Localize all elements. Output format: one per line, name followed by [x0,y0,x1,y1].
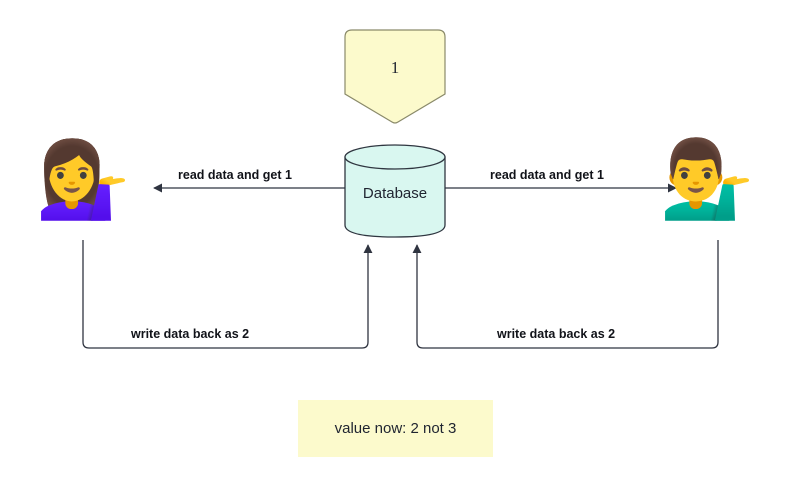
edge-write-left[interactable] [82,240,373,349]
edge-write-right[interactable] [412,240,719,349]
edge-label-read-left: read data and get 1 [178,168,292,182]
result-callout-text: value now: 2 not 3 [334,420,457,437]
database-top-ellipse [344,144,446,170]
actor-left-woman-icon[interactable]: 💁‍♀️ [35,137,131,222]
result-callout-box[interactable]: value now: 2 not 3 [298,400,493,457]
edge-label-read-right: read data and get 1 [490,168,604,182]
value-node-shape[interactable] [344,29,446,124]
actor-right-man-icon[interactable]: 💁‍♂️ [659,137,755,222]
edge-label-write-right: write data back as 2 [497,327,616,341]
edge-label-write-left: write data back as 2 [131,327,250,341]
database-body[interactable] [344,156,446,238]
